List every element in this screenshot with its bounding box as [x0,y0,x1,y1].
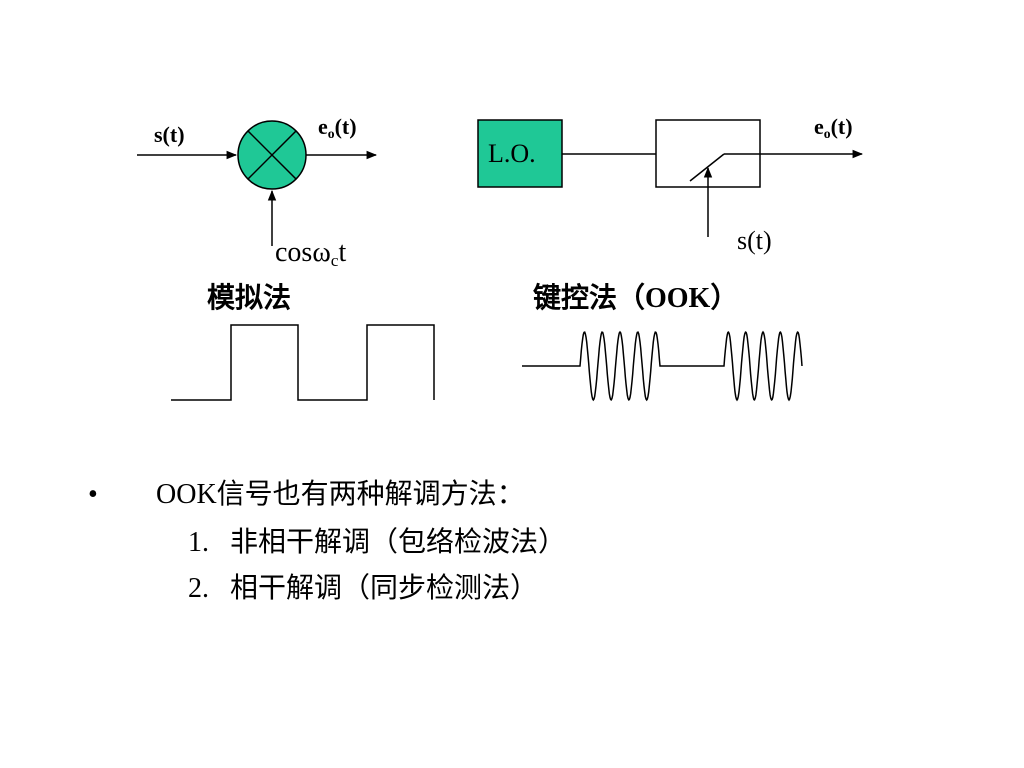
carrier-label: cosωct [275,237,347,271]
analog-output-label: eo(t) [318,114,357,142]
list-item-1: 1. 非相干解调（包络检波法） [188,529,566,557]
bullet-marker: • [88,479,98,510]
local-oscillator-box [477,119,563,188]
analog-input-label: s(t) [154,122,185,147]
lo-label: L.O. [488,139,536,168]
bullet-main-text: OOK信号也有两种解调方法： [156,479,525,510]
keying-modulator [477,119,864,237]
list-item-text: 非相干解调（包络检波法） [230,527,567,558]
analog-caption: 模拟法 [207,283,292,314]
multiplier-icon [237,120,307,190]
list-item-2: 2. 相干解调（同步检测法） [188,575,538,603]
square-wave [171,324,435,401]
list-item-number: 2. [188,573,209,604]
ook-waveform [522,330,803,402]
analog-modulator [137,120,378,246]
list-item-text: 相干解调（同步检测法） [230,573,539,604]
keying-output-label: eo(t) [814,114,853,142]
keying-caption: 键控法（OOK） [533,283,739,314]
list-item-number: 1. [188,527,209,558]
control-label: s(t) [737,226,772,255]
